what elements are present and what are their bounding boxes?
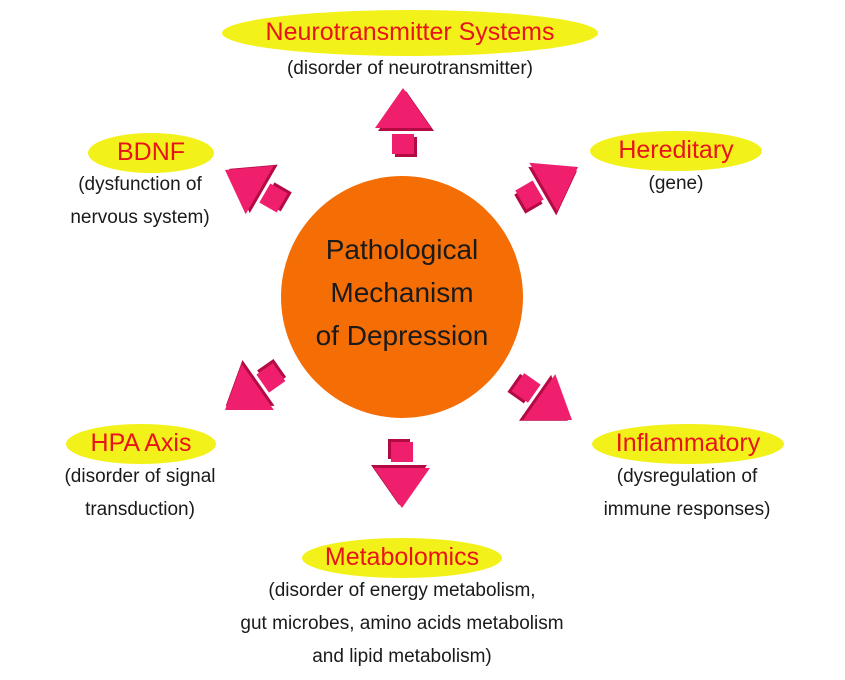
metabolomics-desc-line-3: and lipid metabolism)	[312, 646, 492, 667]
bdnf-title: BDNF	[116, 138, 186, 166]
hereditary-desc: (gene)	[590, 167, 762, 200]
metabolomics-pill	[302, 538, 502, 578]
neurotransmitter-desc: (disorder of neurotransmitter)	[200, 52, 620, 85]
inflammatory-desc: (dysregulation of immune responses)	[582, 460, 792, 526]
hpa-desc-line-1: (disorder of signal	[64, 466, 216, 487]
arrow-hereditary	[504, 142, 594, 229]
hereditary-title: Hereditary	[618, 136, 734, 164]
arrow-hpa	[207, 345, 298, 433]
center-circle	[281, 176, 523, 418]
metabolomics-desc-line-2: gut microbes, amino acids metabolism	[240, 613, 564, 634]
inflammatory-desc-line-1: (dysregulation of	[616, 466, 758, 487]
inflammatory-pill	[592, 424, 784, 464]
inflammatory-desc-line-2: immune responses)	[603, 499, 771, 520]
bdnf-desc-line-1: (dysfunction of	[78, 174, 202, 195]
hpa-pill	[66, 424, 216, 464]
bdnf-desc-line-2: nervous system)	[70, 207, 210, 228]
arrow-neurotransmitter	[375, 88, 434, 157]
metabolomics-desc: (disorder of energy metabolism, gut micr…	[172, 574, 632, 673]
center-line-1: Pathological	[325, 234, 479, 265]
arrow-inflammatory	[497, 357, 589, 446]
center-line-3: of Depression	[315, 320, 489, 351]
neurotransmitter-pill	[222, 10, 598, 56]
center-line-2: Mechanism	[330, 277, 474, 308]
neurotransmitter-title: Neurotransmitter Systems	[265, 18, 555, 46]
bdnf-pill	[88, 133, 214, 173]
center-label: Pathological Mechanism of Depression	[282, 228, 522, 357]
metabolomics-title: Metabolomics	[324, 543, 480, 571]
hereditary-desc-line-1: (gene)	[648, 173, 704, 194]
arrow-metabolomics	[371, 439, 430, 508]
hpa-title: HPA Axis	[90, 429, 192, 457]
hpa-desc: (disorder of signal transduction)	[30, 460, 250, 526]
hereditary-pill	[590, 131, 762, 171]
neurotransmitter-desc-line-1: (disorder of neurotransmitter)	[286, 58, 534, 79]
inflammatory-title: Inflammatory	[615, 429, 761, 457]
hpa-desc-line-2: transduction)	[85, 499, 195, 520]
bdnf-desc: (dysfunction of nervous system)	[40, 168, 240, 234]
metabolomics-desc-line-1: (disorder of energy metabolism,	[268, 580, 536, 601]
